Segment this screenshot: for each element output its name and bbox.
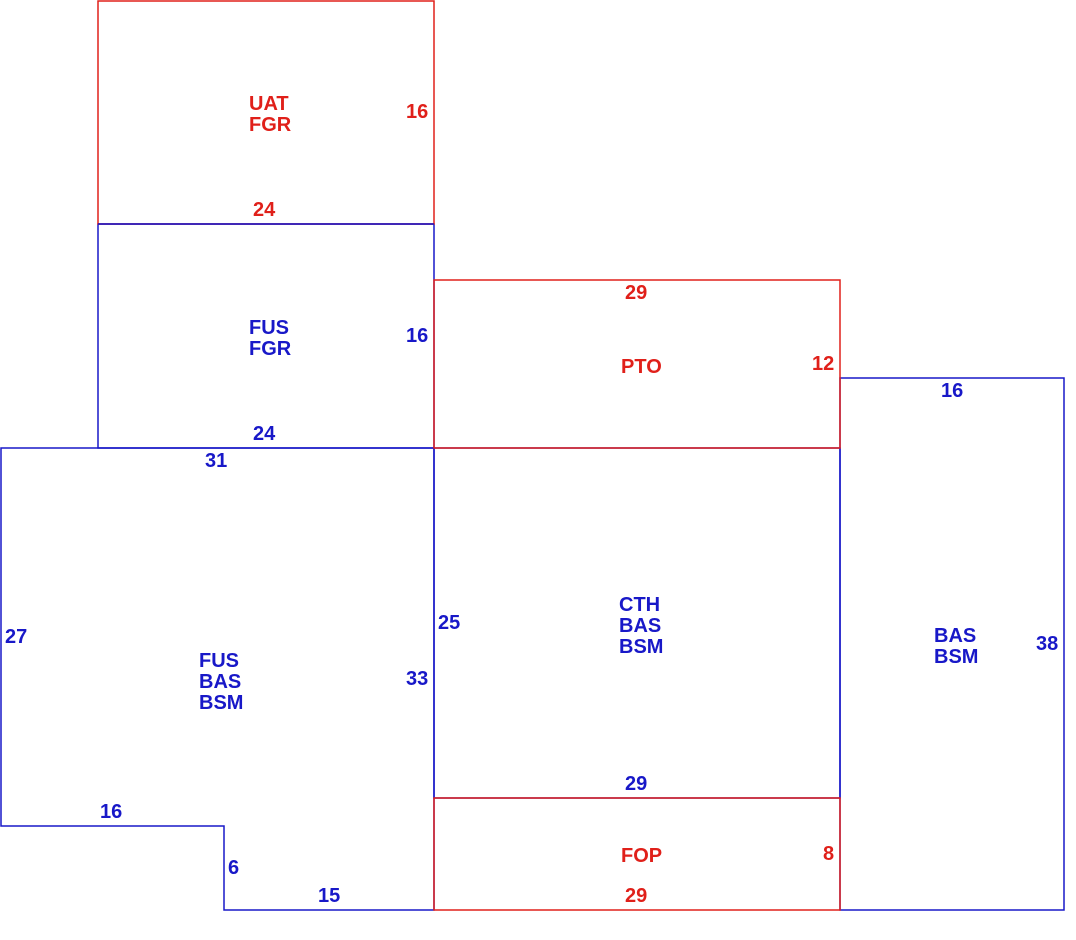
area-bas-bsm-right-outline: [839, 377, 1065, 911]
area-code: CTH: [619, 594, 661, 616]
area-code: FGR: [249, 114, 292, 136]
area-code: BAS: [619, 615, 662, 637]
dimension-label: 24: [253, 199, 276, 221]
area-label-bas-bsm-right: BAS BSM: [934, 626, 978, 668]
dimension-label: 38: [1036, 633, 1059, 655]
dimension-label: 29: [625, 773, 648, 795]
dimension-label: 6: [228, 857, 240, 879]
dimension-label: 29: [625, 282, 648, 304]
dimension-label: 16: [406, 325, 429, 347]
area-label-pto: PTO: [621, 357, 662, 378]
area-code: PTO: [621, 356, 662, 378]
area-label-fus-bas-bsm: FUS BAS BSM: [199, 651, 243, 714]
area-code: BSM: [619, 636, 664, 658]
area-code: FUS: [249, 317, 289, 339]
area-label-fop: FOP: [621, 846, 662, 867]
dimension-label: 12: [812, 353, 835, 375]
area-code: FUS: [199, 650, 239, 672]
dimension-label: 31: [205, 450, 228, 472]
dimension-label: 24: [253, 423, 276, 445]
area-code: BSM: [934, 646, 979, 668]
area-code: FOP: [621, 845, 663, 867]
dimension-label: 27: [5, 626, 28, 648]
area-pto-outline: [433, 279, 841, 449]
dimension-label: 15: [318, 885, 341, 907]
dimension-label: 25: [438, 612, 461, 634]
area-label-uat-fgr: UAT FGR: [249, 94, 291, 136]
dimension-label: 8: [823, 843, 835, 865]
area-code: BAS: [199, 671, 242, 693]
dimension-label: 16: [406, 101, 429, 123]
dimension-label: 33: [406, 668, 429, 690]
dimension-label: 29: [625, 885, 648, 907]
area-label-fus-fgr: FUS FGR: [249, 318, 291, 360]
area-code: FGR: [249, 338, 292, 360]
dimension-label: 16: [100, 801, 123, 823]
area-label-cth-bas-bsm: CTH BAS BSM: [619, 595, 663, 658]
area-fop-outline: [433, 797, 841, 911]
area-code: UAT: [249, 93, 289, 115]
dimension-label: 16: [941, 380, 964, 402]
area-code: BSM: [199, 692, 244, 714]
area-code: BAS: [934, 625, 977, 647]
